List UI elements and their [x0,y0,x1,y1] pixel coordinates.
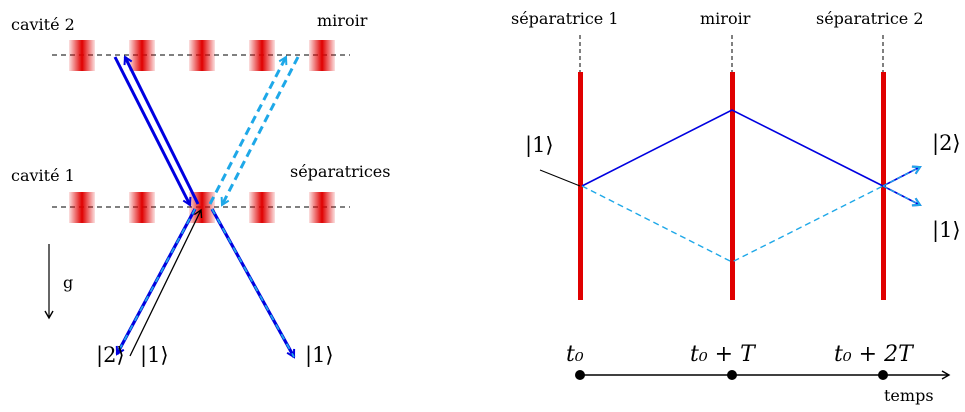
cyan-path-down [222,56,300,205]
splitters-label: séparatrices [290,162,390,181]
blue-path-down [113,56,190,205]
incoming-atom-arrow [129,208,203,357]
cavity1-pulse [129,192,155,223]
ket-1-left: |1⟩ [140,343,169,368]
mirror-label-left: miroir [317,11,368,30]
cavity2-pulse [69,40,95,71]
left-panel: cavité 2 miroir cavité 1 séparatrices g … [11,11,390,368]
cavity1-label: cavité 1 [11,166,75,185]
time-label-t0-plus-2T: t₀ + 2T [834,342,915,367]
lower-arm-path [581,185,884,263]
cavity2-pulses [69,40,335,71]
splitter1-label: séparatrice 1 [511,9,619,28]
time-label-t0-plus-T: t₀ + T [690,342,757,367]
blue-path-lower-right [210,208,296,357]
upper-arm-path [581,109,884,187]
blue-path-up [125,57,200,205]
ket-2-left: |2⟩ [96,343,125,368]
cavity2-pulse [309,40,335,71]
output-cyan-down [882,185,920,205]
cavity1-pulses [69,192,335,223]
cavity2-pulse [249,40,275,71]
splitter1-pulse [578,72,583,300]
time-tick-t0-plus-T [727,370,737,380]
time-axis-label: temps [884,386,934,405]
mirror-label-right: miroir [700,9,751,28]
cyan-path-up [208,57,286,205]
cavity2-label: cavité 2 [11,15,75,34]
cavity1-pulse [249,192,275,223]
ket-out-2: |2⟩ [932,131,961,156]
ket-1-right: |1⟩ [305,343,334,368]
time-label-t0: t₀ [566,342,584,367]
cavity1-pulse [69,192,95,223]
cavity1-pulse [309,192,335,223]
cyan-path-lower-left [116,208,196,355]
ket-out-1: |1⟩ [932,218,961,243]
gravity-label: g [63,273,73,292]
splitter2-label: séparatrice 2 [816,9,924,28]
ket-in-leader [539,169,581,187]
ket-in: |1⟩ [525,133,554,158]
output-cyan-up [882,167,920,187]
right-panel: séparatrice 1 miroir séparatrice 2 |1⟩ |… [511,9,961,405]
cavity2-pulse [189,40,215,71]
time-tick-t0-plus-2T [878,370,888,380]
mirror-pulse [730,72,735,300]
cavity2-pulse [129,40,155,71]
time-tick-t0 [575,370,585,380]
